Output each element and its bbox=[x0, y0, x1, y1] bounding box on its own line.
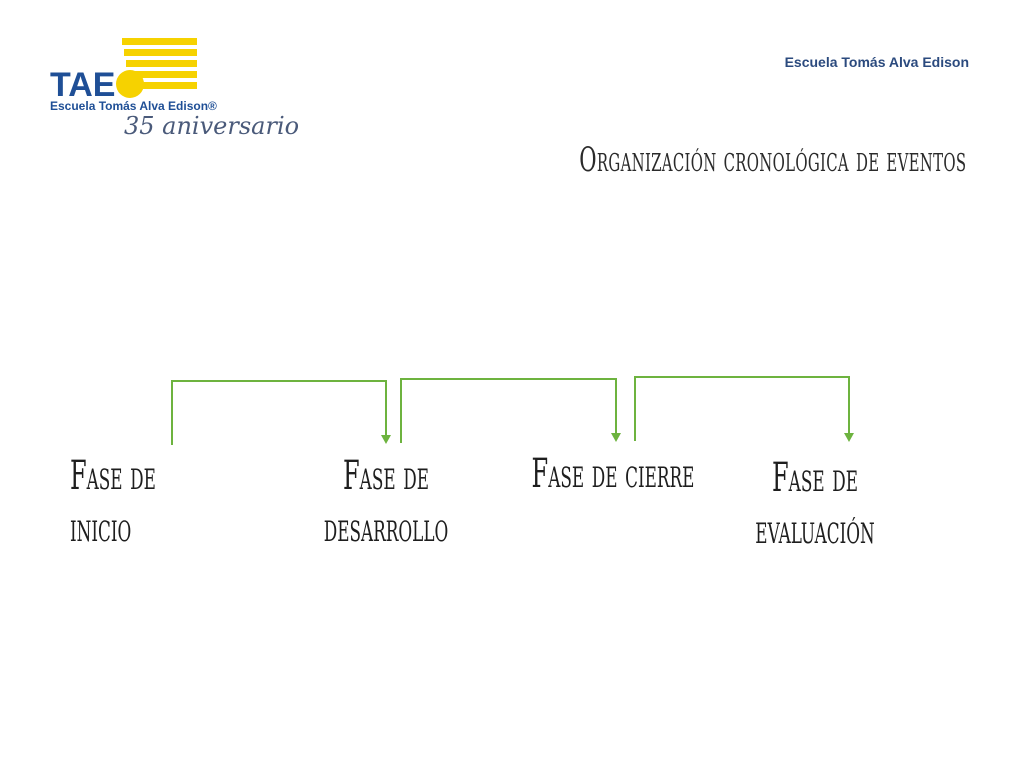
connector-cierre-to-evaluacion bbox=[634, 376, 850, 441]
phase-label-evaluacion: Fase de evaluación bbox=[755, 455, 875, 553]
arrowhead-icon bbox=[611, 433, 621, 442]
connector-inicio-to-desarrollo bbox=[171, 380, 387, 445]
header-school-name: Escuela Tomás Alva Edison bbox=[784, 54, 969, 70]
logo-anniversary-text: 35 aniversario bbox=[124, 112, 299, 140]
phase-label-cierre: Fase de cierre bbox=[531, 451, 695, 497]
connector-desarrollo-to-cierre bbox=[400, 378, 617, 443]
arrowhead-icon bbox=[844, 433, 854, 442]
school-logo: TAE Escuela Tomás Alva Edison® 35 aniver… bbox=[50, 38, 299, 140]
logo-subtext: Escuela Tomás Alva Edison® bbox=[50, 99, 217, 113]
logo-brand-text: TAE bbox=[50, 66, 115, 104]
slide-title: Organización cronológica de eventos bbox=[578, 140, 966, 180]
arrowhead-icon bbox=[381, 435, 391, 444]
phase-label-desarrollo: Fase de desarrollo bbox=[323, 453, 449, 551]
phase-label-inicio: Fase de inicio bbox=[70, 453, 156, 551]
sun-rays-icon bbox=[116, 38, 197, 98]
